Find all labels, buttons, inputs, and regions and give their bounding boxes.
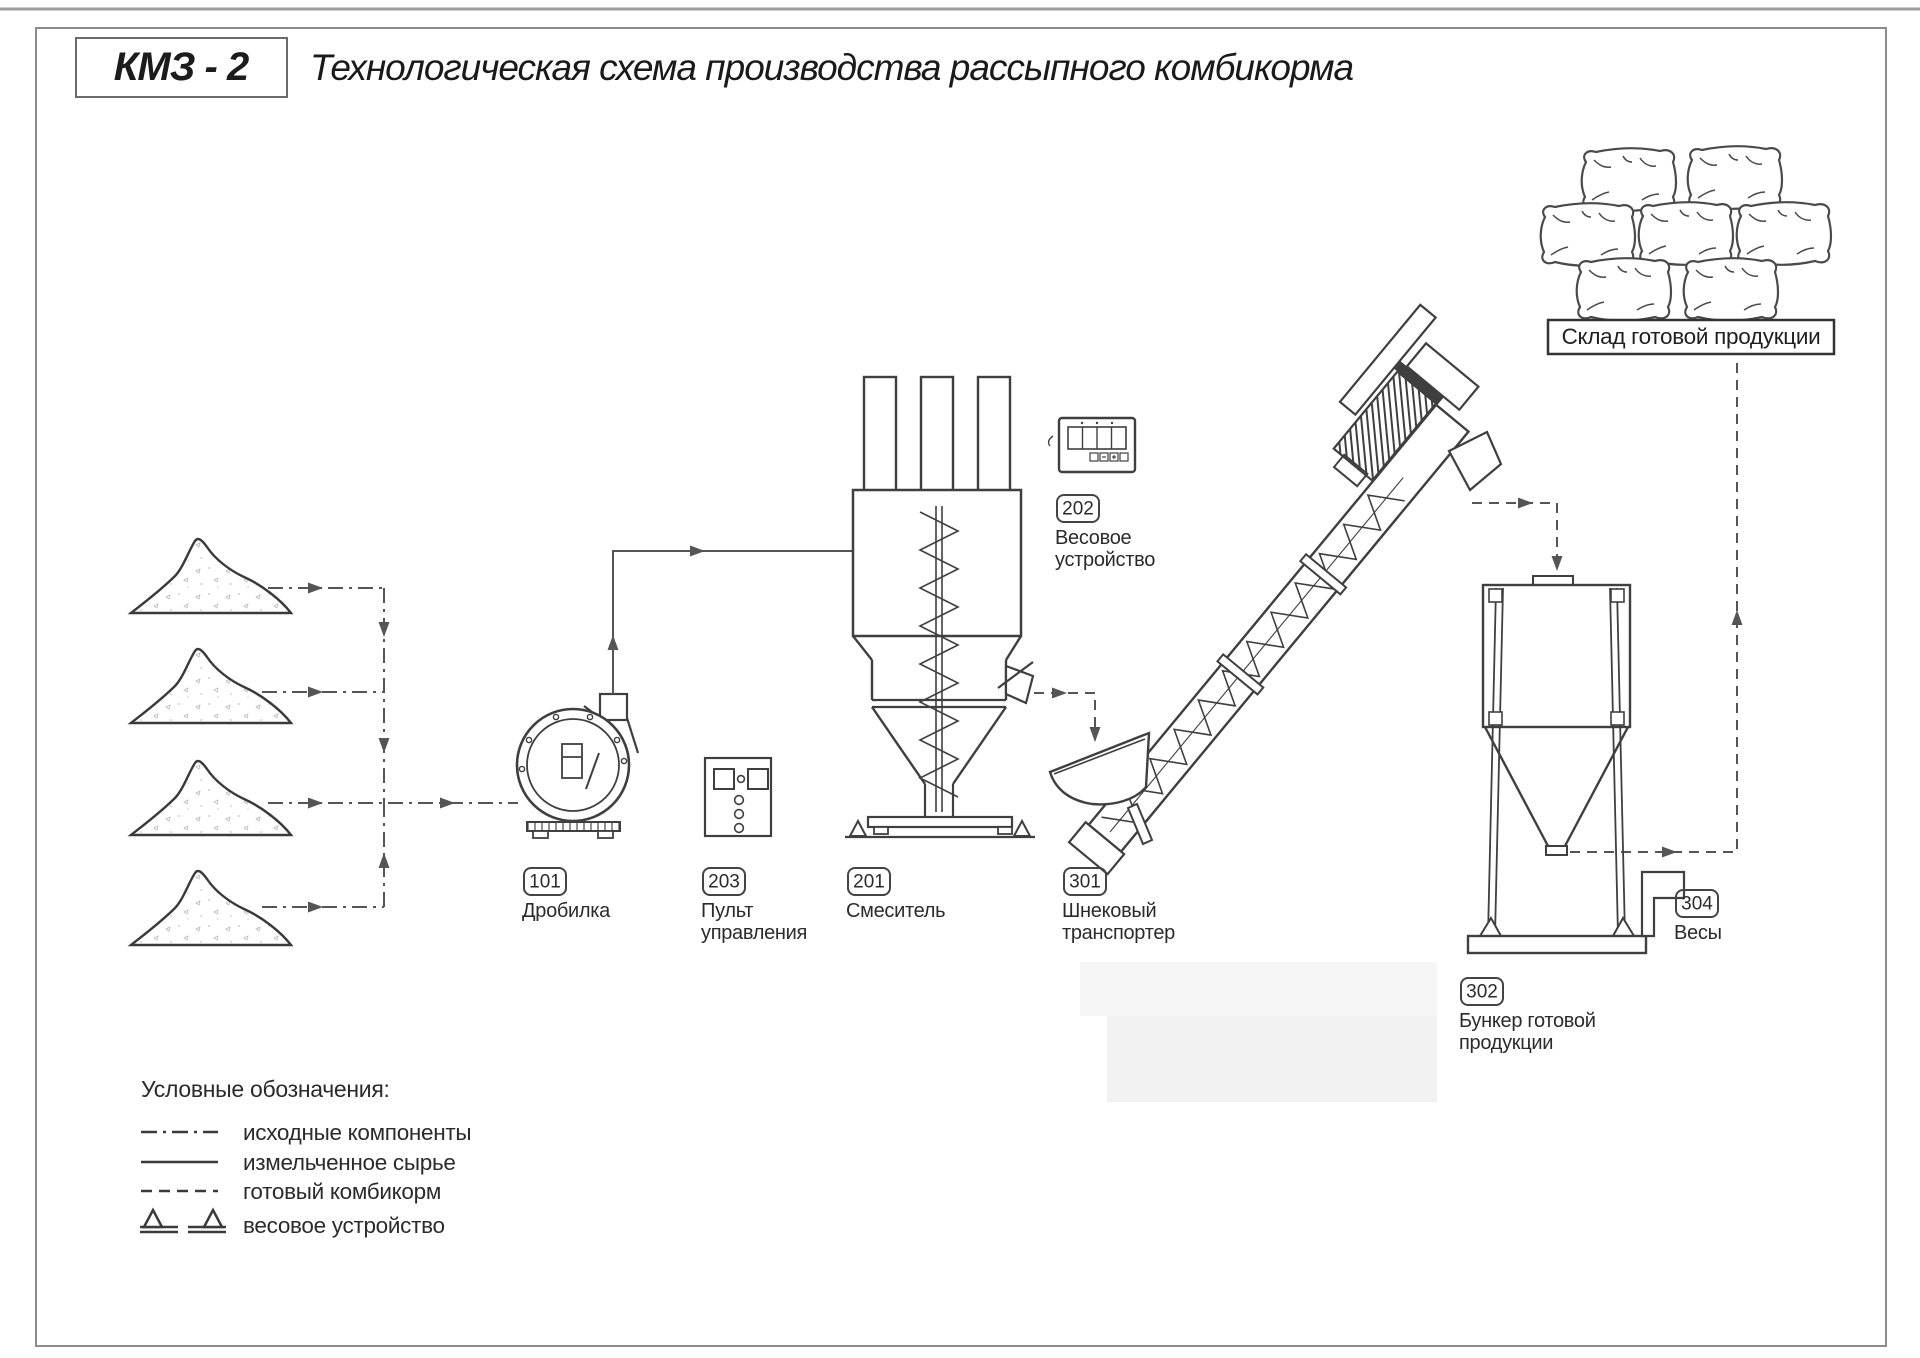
product-bunker-machine (1466, 575, 1648, 955)
svg-text:301: 301 (1069, 872, 1101, 893)
bunker-body (1481, 583, 1632, 729)
conveyor-support-leg (1126, 802, 1154, 846)
conveyor-discharge-spout (1447, 430, 1503, 492)
weighing-device-panel (1047, 416, 1137, 474)
svg-text:Пульт: Пульт (701, 900, 753, 922)
label-scales: 304 Весы (1674, 889, 1722, 944)
page-frame (0, 7, 1920, 1347)
svg-text:Смеситель: Смеситель (846, 900, 945, 922)
svg-text:транспортер: транспортер (1062, 922, 1175, 944)
conveyor-screw (1101, 494, 1405, 824)
page-title: Технологическая схема производства рассы… (310, 47, 1354, 88)
mixer-machine (845, 375, 1035, 839)
svg-text:готовый комбикорм: готовый комбикорм (243, 1179, 441, 1204)
warehouse-label: Склад готовой продукции (1546, 318, 1836, 356)
legend: Условные обозначения: исходные компонент… (140, 1076, 472, 1238)
mixer-body (851, 488, 1023, 638)
svg-text:203: 203 (708, 872, 740, 893)
label-mixer: 201 Смеситель (846, 867, 946, 922)
label-product-bunker: 302 Бункер готовой продукции (1459, 977, 1596, 1054)
conveyor-inlet-hopper (1048, 731, 1151, 806)
weighing-triangle-left (848, 818, 868, 837)
scales-machine (1640, 870, 1686, 938)
svg-text:201: 201 (853, 872, 885, 893)
svg-text:устройство: устройство (1055, 549, 1155, 571)
svg-text:Весы: Весы (1674, 922, 1722, 944)
svg-text:измельченное сырье: измельченное сырье (243, 1150, 456, 1175)
flow-finished-feed (1034, 356, 1743, 858)
crusher-machine (515, 692, 640, 839)
legend-heading: Условные обозначения: (141, 1076, 390, 1102)
screw-conveyor-machine (1048, 303, 1503, 876)
flow-milled-material (607, 545, 853, 694)
mixer-outlet-spout (1004, 664, 1035, 705)
svg-text:продукции: продукции (1459, 1032, 1553, 1054)
weighing-triangle-right (1012, 818, 1032, 837)
svg-text:202: 202 (1062, 499, 1094, 520)
svg-text:управления: управления (701, 922, 807, 944)
label-weigher: 202 Весовое устройство (1055, 494, 1156, 571)
flow-raw-components (262, 582, 518, 913)
label-screw-conveyor: 301 Шнековый транспортер (1062, 867, 1175, 944)
svg-text:302: 302 (1466, 982, 1498, 1003)
header: КМЗ - 2 Технологическая схема производст… (75, 37, 1355, 98)
doc-code-box (75, 37, 288, 98)
svg-text:Бункер готовой: Бункер готовой (1459, 1010, 1596, 1032)
label-crusher: 101 Дробилка (522, 867, 611, 922)
svg-text:Шнековый: Шнековый (1062, 900, 1156, 922)
warehouse-label-text: Склад готовой продукции (1562, 324, 1821, 349)
svg-text:Дробилка: Дробилка (522, 900, 611, 922)
watermark-remnant (1080, 962, 1437, 1102)
label-control-panel: 203 Пульт управления (701, 867, 807, 944)
bunker-base (1466, 934, 1648, 955)
svg-text:исходные компоненты: исходные компоненты (243, 1120, 471, 1145)
svg-text:304: 304 (1681, 894, 1713, 915)
svg-text:Весовое: Весовое (1055, 527, 1132, 549)
doc-code: КМЗ - 2 (114, 45, 249, 89)
mixer-screw (918, 511, 960, 798)
equipment-labels: 101 Дробилка 203 Пульт управления 201 См… (522, 494, 1722, 1054)
svg-text:весовое устройство: весовое устройство (243, 1213, 445, 1238)
legend-symbol-weighing-triangles (140, 1207, 226, 1234)
control-panel (703, 756, 773, 838)
svg-text:101: 101 (529, 872, 561, 893)
